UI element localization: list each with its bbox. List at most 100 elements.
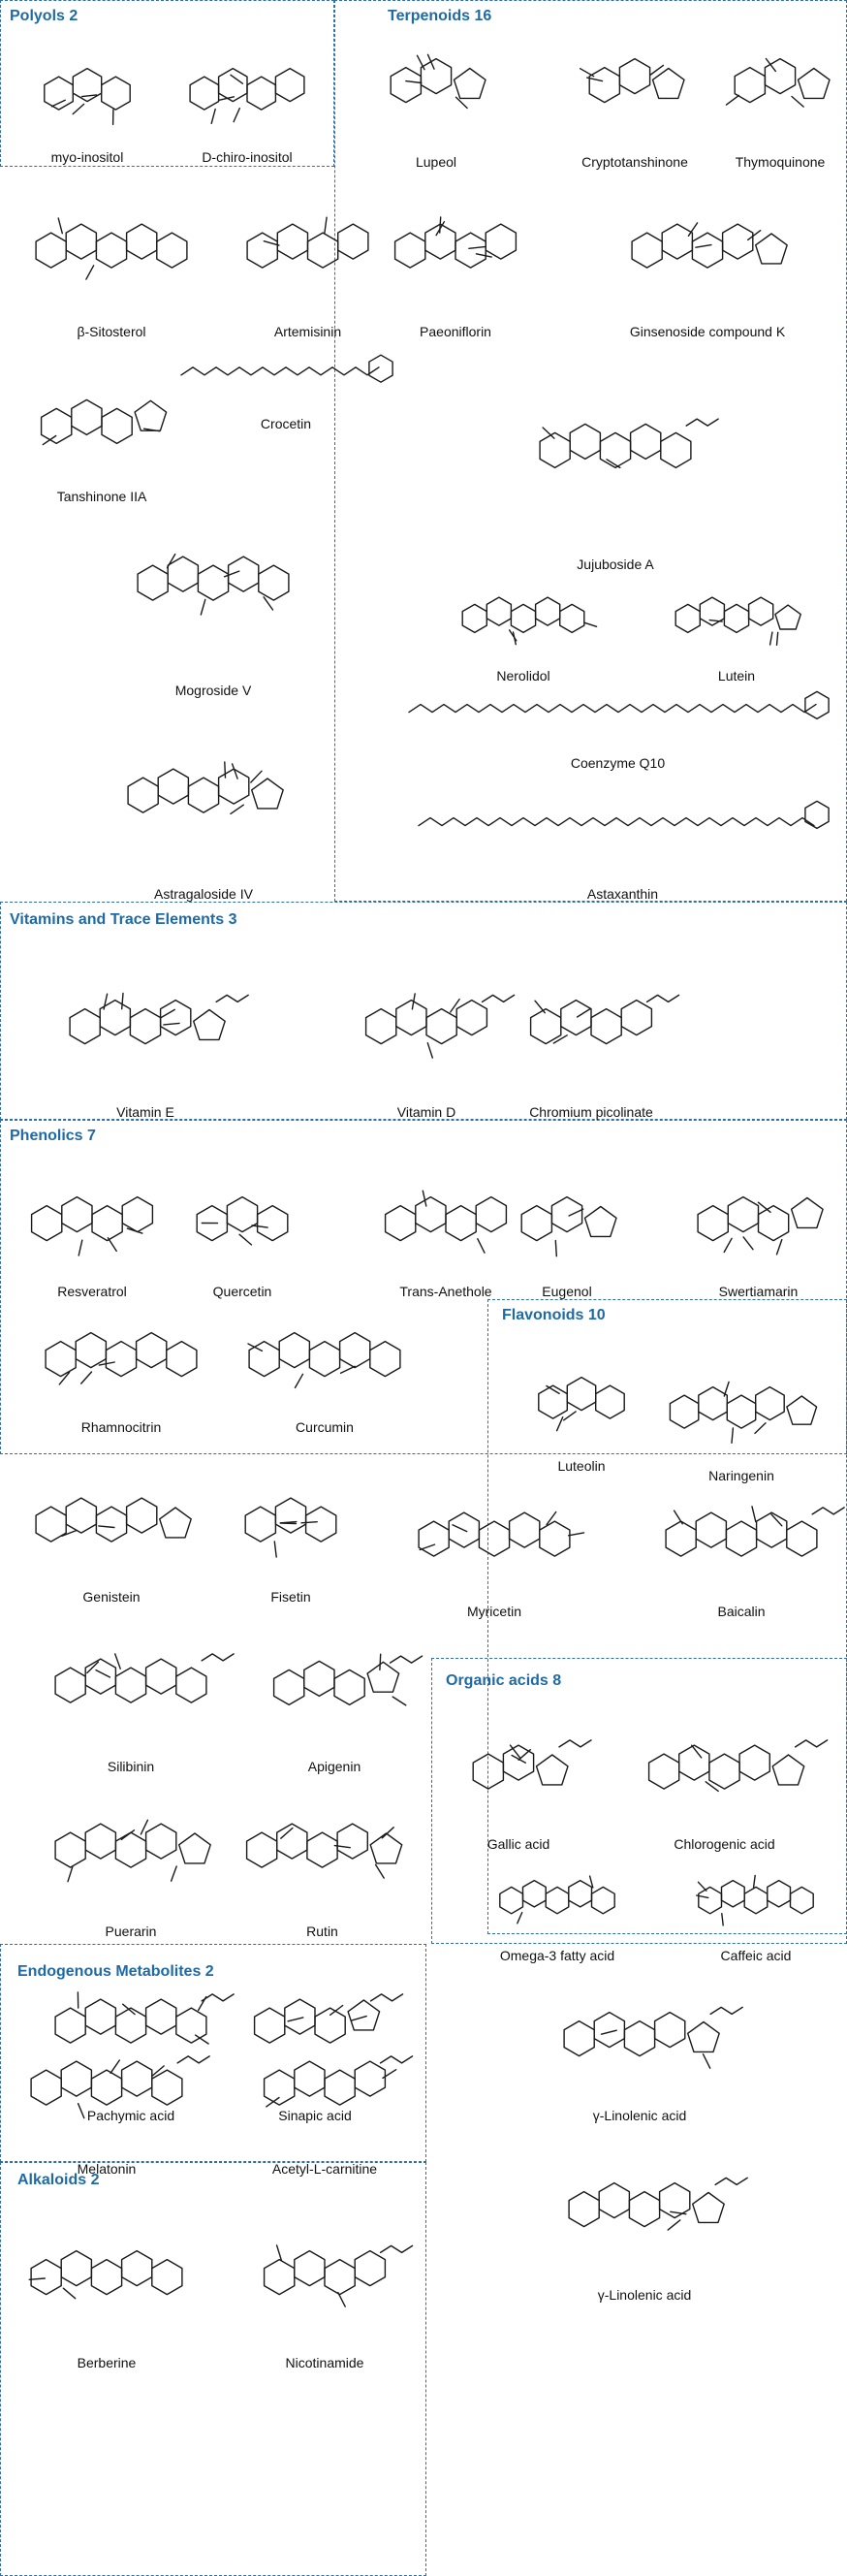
compound-name: Puerarin bbox=[105, 1924, 157, 1939]
bond-path bbox=[593, 2011, 626, 2049]
bond-path bbox=[45, 1340, 77, 1378]
compound-name: Baicalin bbox=[717, 1604, 766, 1619]
structure-drawing bbox=[696, 1874, 814, 1926]
bond-path bbox=[230, 804, 244, 815]
bond-path bbox=[151, 2065, 165, 2078]
bond-path bbox=[230, 74, 244, 84]
compound-card: Fisetin bbox=[218, 1459, 363, 1605]
bond-path bbox=[674, 603, 701, 634]
bond-path bbox=[588, 66, 621, 104]
bond-path bbox=[647, 1753, 680, 1790]
bond-path bbox=[520, 1204, 553, 1242]
bond-path bbox=[563, 1411, 577, 1421]
bond-path bbox=[757, 1201, 771, 1213]
bond-path bbox=[804, 800, 830, 830]
bond-path bbox=[163, 1022, 180, 1026]
structure-drawing bbox=[263, 2055, 414, 2108]
bond-path bbox=[658, 2181, 691, 2219]
bond-path bbox=[790, 1196, 824, 1229]
structure-drawing bbox=[461, 596, 598, 646]
bond-path bbox=[390, 66, 423, 104]
bond-path bbox=[720, 1879, 745, 1908]
bond-path bbox=[705, 1781, 719, 1793]
bond-path bbox=[135, 1331, 168, 1369]
bond-path bbox=[381, 1827, 394, 1839]
bond-path bbox=[246, 76, 277, 111]
bond-path bbox=[210, 108, 216, 124]
bond-path bbox=[238, 1233, 253, 1246]
structure-drawing bbox=[674, 596, 801, 646]
bond-path bbox=[714, 2177, 748, 2186]
compound-name: Omega-3 fatty acid bbox=[499, 1948, 615, 1963]
bond-path bbox=[72, 67, 103, 103]
bond-path bbox=[461, 603, 487, 634]
bond-path bbox=[304, 1506, 337, 1542]
bond-path bbox=[122, 2003, 136, 2016]
compound-card: Acetyl-L-carnitine bbox=[237, 2012, 414, 2177]
bond-path bbox=[127, 777, 159, 813]
bond-path bbox=[369, 1993, 404, 2002]
structure-drawing bbox=[669, 1381, 818, 1444]
compound-name: γ-Linolenic acid bbox=[597, 2287, 692, 2303]
bond-path bbox=[84, 1998, 117, 2035]
bond-path bbox=[231, 763, 238, 779]
bond-path bbox=[660, 431, 692, 469]
bond-path bbox=[455, 999, 488, 1036]
bond-path bbox=[245, 1831, 278, 1868]
bond-path bbox=[114, 1667, 147, 1703]
bond-path bbox=[336, 1823, 368, 1860]
bond-path bbox=[511, 1754, 526, 1764]
bond-path bbox=[721, 223, 754, 260]
bond-path bbox=[224, 761, 227, 779]
bond-path bbox=[539, 1520, 571, 1557]
bond-path bbox=[725, 94, 740, 106]
bond-path bbox=[95, 1506, 128, 1542]
bond-path bbox=[71, 398, 103, 436]
bond-path bbox=[86, 1661, 100, 1674]
bond-path bbox=[287, 2017, 304, 2022]
bond-path bbox=[193, 1008, 226, 1041]
compound-name: D-chiro-inositol bbox=[202, 149, 293, 165]
compound-card: Vitamin E bbox=[10, 945, 281, 1120]
compound-card: Nicotinamide bbox=[237, 2196, 414, 2370]
bond-path bbox=[178, 1832, 211, 1864]
bond-path bbox=[90, 2258, 123, 2296]
bond-path bbox=[347, 1999, 381, 2031]
bond-path bbox=[425, 1007, 457, 1045]
bond-path bbox=[233, 107, 240, 123]
group-region bbox=[0, 1944, 426, 2162]
bond-path bbox=[57, 217, 63, 235]
structure-drawing bbox=[44, 67, 131, 126]
bond-path bbox=[426, 53, 435, 70]
compound-card: Crocetin bbox=[170, 339, 402, 431]
bond-path bbox=[569, 423, 602, 461]
compound-card: Chlorogenic acid bbox=[620, 1706, 829, 1852]
compound-name: Lupeol bbox=[415, 154, 457, 170]
bond-path bbox=[151, 2258, 183, 2296]
bond-path bbox=[227, 556, 260, 592]
compound-card: Ginsenoside compound K bbox=[586, 175, 829, 339]
bond-path bbox=[751, 1506, 757, 1523]
bond-path bbox=[685, 418, 719, 427]
structure-drawing bbox=[35, 217, 188, 280]
bond-path bbox=[673, 1510, 683, 1525]
bond-path bbox=[256, 1204, 289, 1242]
structure-drawing bbox=[272, 1653, 424, 1706]
structure-drawing bbox=[665, 1506, 845, 1557]
compound-name: Melatonin bbox=[77, 2161, 137, 2177]
bond-path bbox=[698, 1385, 728, 1421]
bond-path bbox=[350, 2015, 367, 2021]
structure-drawing bbox=[189, 67, 305, 124]
compound-card: Tanshinone IIA bbox=[10, 364, 194, 504]
structure-drawing bbox=[45, 1331, 198, 1385]
bond-path bbox=[201, 1993, 235, 2002]
bond-path bbox=[568, 2190, 600, 2228]
compound-card: Jujuboside A bbox=[392, 334, 838, 572]
bond-path bbox=[623, 2019, 656, 2057]
bond-path bbox=[187, 777, 220, 813]
bond-path bbox=[374, 1863, 385, 1879]
bond-path bbox=[502, 1744, 535, 1781]
bond-path bbox=[218, 96, 235, 101]
bond-path bbox=[101, 76, 131, 111]
bond-path bbox=[509, 1744, 521, 1759]
